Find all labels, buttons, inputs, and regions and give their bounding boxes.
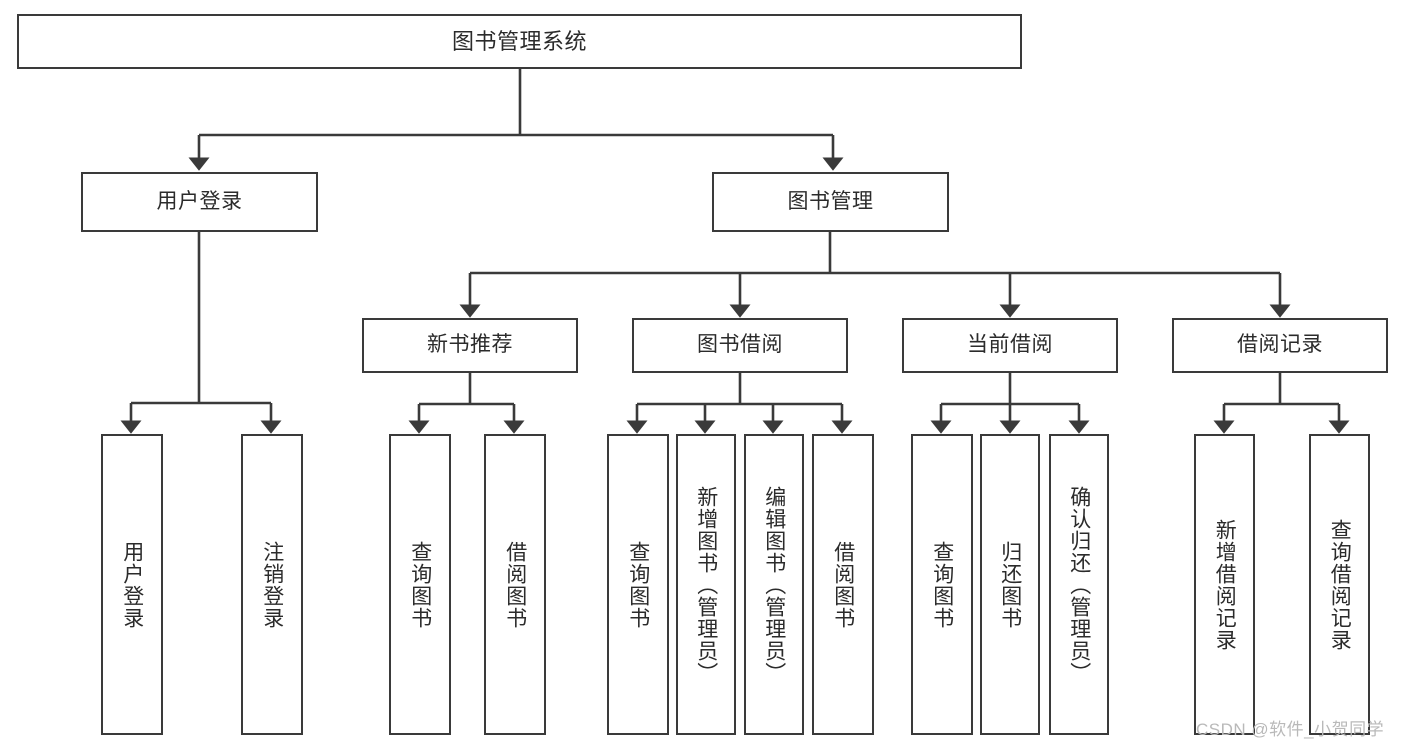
watermark: CSDN @软件_小贺同学 bbox=[1196, 720, 1385, 739]
node-user-login[interactable]: 用户登录 bbox=[81, 172, 318, 232]
leaf-user-login[interactable]: 用户登录 bbox=[101, 434, 163, 735]
node-label: 图书管理 bbox=[787, 189, 874, 213]
leaf-query-book-borrow[interactable]: 查询图书 bbox=[607, 434, 669, 735]
node-label: 图书管理系统 bbox=[451, 28, 587, 54]
leaf-add-borrow-record[interactable]: 新增借阅记录 bbox=[1194, 434, 1255, 735]
node-label: 图书借阅 bbox=[697, 333, 783, 357]
leaf-borrow-book-recommend[interactable]: 借阅图书 bbox=[484, 434, 546, 735]
node-label: 新书推荐 bbox=[427, 333, 513, 357]
node-label: 编辑图书（管理员） bbox=[762, 485, 786, 684]
node-label: 借阅图书 bbox=[831, 540, 855, 629]
leaf-logout[interactable]: 注销登录 bbox=[241, 434, 303, 735]
node-new-book-recommend[interactable]: 新书推荐 bbox=[362, 318, 578, 373]
leaf-confirm-return-admin[interactable]: 确认归还（管理员） bbox=[1049, 434, 1109, 735]
node-label: 当前借阅 bbox=[967, 333, 1053, 357]
node-label: 注销登录 bbox=[260, 540, 284, 629]
node-book-borrow[interactable]: 图书借阅 bbox=[632, 318, 848, 373]
node-current-borrow[interactable]: 当前借阅 bbox=[902, 318, 1118, 373]
node-label: 查询图书 bbox=[930, 540, 954, 629]
node-label: 查询图书 bbox=[408, 540, 432, 629]
leaf-edit-book-admin[interactable]: 编辑图书（管理员） bbox=[744, 434, 804, 735]
node-label: 新增图书（管理员） bbox=[694, 485, 718, 684]
node-label: 归还图书 bbox=[998, 540, 1022, 629]
leaf-add-book-admin[interactable]: 新增图书（管理员） bbox=[676, 434, 736, 735]
node-root-system[interactable]: 图书管理系统 bbox=[17, 14, 1022, 69]
leaf-query-borrow-record[interactable]: 查询借阅记录 bbox=[1309, 434, 1370, 735]
node-label: 查询图书 bbox=[626, 540, 650, 629]
node-label: 用户登录 bbox=[156, 189, 243, 213]
node-label: 借阅图书 bbox=[503, 540, 527, 629]
leaf-borrow-book[interactable]: 借阅图书 bbox=[812, 434, 874, 735]
leaf-query-book-current[interactable]: 查询图书 bbox=[911, 434, 973, 735]
node-label: 用户登录 bbox=[120, 540, 144, 629]
node-label: 借阅记录 bbox=[1237, 333, 1323, 357]
leaf-query-book-recommend[interactable]: 查询图书 bbox=[389, 434, 451, 735]
node-label: 确认归还（管理员） bbox=[1067, 485, 1091, 684]
node-label: 新增借阅记录 bbox=[1213, 518, 1237, 651]
node-label: 查询借阅记录 bbox=[1328, 518, 1352, 651]
node-book-management[interactable]: 图书管理 bbox=[712, 172, 949, 232]
node-borrow-record[interactable]: 借阅记录 bbox=[1172, 318, 1388, 373]
leaf-return-book[interactable]: 归还图书 bbox=[980, 434, 1040, 735]
